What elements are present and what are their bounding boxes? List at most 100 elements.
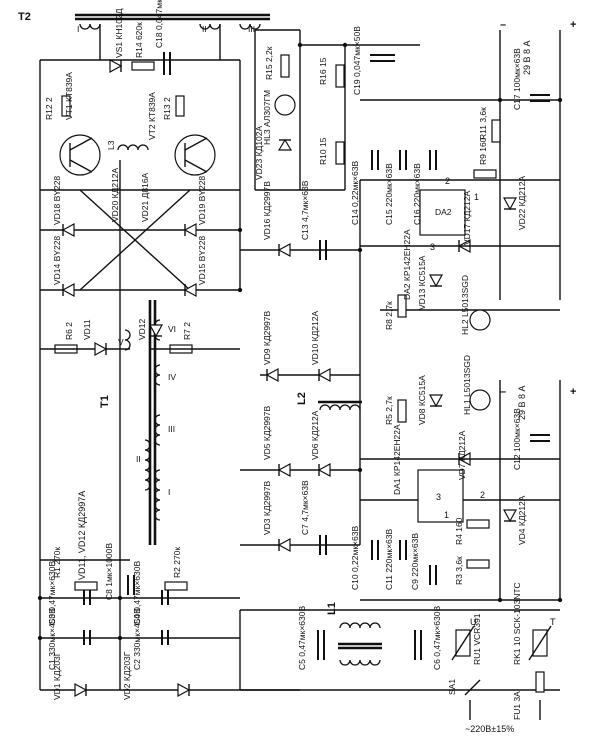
diode-vd3 bbox=[277, 537, 291, 553]
diode-vd16 bbox=[277, 242, 291, 258]
zener-vd13 bbox=[428, 274, 444, 288]
diode-vd10 bbox=[317, 367, 331, 383]
svg-text:HL2 L5013SGD: HL2 L5013SGD bbox=[460, 275, 470, 335]
svg-text:+: + bbox=[570, 19, 576, 31]
resistor-r8 bbox=[397, 294, 407, 318]
svg-text:–: – bbox=[500, 19, 506, 31]
diode-vd23 bbox=[277, 138, 293, 151]
inductor-l2 bbox=[319, 404, 361, 411]
label-mains: ~220В±15% bbox=[465, 724, 514, 734]
svg-text:HL1 L5013SGD: HL1 L5013SGD bbox=[462, 355, 472, 415]
resistor-r14 bbox=[131, 61, 155, 71]
svg-text:3: 3 bbox=[430, 242, 435, 252]
label-da2-box: DA2 bbox=[435, 207, 452, 217]
svg-text:C17 100мк×63В: C17 100мк×63В bbox=[512, 48, 522, 110]
svg-text:R6 2: R6 2 bbox=[64, 322, 74, 340]
svg-text:R15 2,2к: R15 2,2к bbox=[264, 46, 274, 80]
svg-text:U: U bbox=[470, 617, 477, 627]
svg-text:C9 220мк×63В: C9 220мк×63В bbox=[410, 533, 420, 590]
resistor-r12 bbox=[61, 95, 71, 117]
inductor-l3 bbox=[117, 144, 149, 151]
svg-text:R13 2: R13 2 bbox=[162, 97, 172, 120]
svg-text:III: III bbox=[168, 424, 175, 434]
svg-text:VD4 КД212А: VD4 КД212А bbox=[517, 495, 527, 545]
resistor-r11 bbox=[491, 119, 501, 143]
svg-text:VD10 КД212А: VD10 КД212А bbox=[310, 310, 320, 365]
diode-vd9 bbox=[265, 367, 279, 383]
svg-text:VD9 КД2997В: VD9 КД2997В bbox=[262, 310, 272, 365]
resistor-r10 bbox=[335, 141, 345, 165]
component-labels: T2 T1 VD11, VD12 КД2997А VD1 КД203Г VD2 … bbox=[18, 0, 576, 734]
fuse-fu1 bbox=[535, 671, 545, 693]
capacitor-c14 bbox=[371, 150, 379, 170]
led-hl3 bbox=[274, 94, 296, 116]
svg-text:R12 2: R12 2 bbox=[44, 97, 54, 120]
svg-text:C11 220мк×63В: C11 220мк×63В bbox=[384, 529, 394, 590]
led-hl1 bbox=[469, 389, 491, 411]
resistor-r1 bbox=[74, 581, 98, 591]
svg-text:VD3 КД2997В: VD3 КД2997В bbox=[262, 480, 272, 535]
label-vd-note: VD11, VD12 КД2997А bbox=[77, 491, 87, 580]
diode-vd18 bbox=[61, 222, 75, 238]
svg-text:IV: IV bbox=[168, 372, 176, 382]
svg-text:DA1 КР142ЕН22А: DA1 КР142ЕН22А bbox=[392, 424, 402, 495]
diode-vd2 bbox=[177, 682, 191, 698]
diode-vd22 bbox=[502, 197, 518, 211]
svg-text:+: + bbox=[570, 386, 576, 398]
svg-text:C18 0,047мк×1000В: C18 0,047мк×1000В bbox=[154, 0, 164, 48]
svg-text:L3: L3 bbox=[106, 140, 116, 150]
input-rectifier-section bbox=[39, 60, 300, 698]
zener-vd8 bbox=[428, 394, 444, 408]
svg-text:C12 100мк×63В: C12 100мк×63В bbox=[512, 408, 522, 470]
svg-text:1: 1 bbox=[474, 192, 479, 202]
svg-text:C16 220мк×63В: C16 220мк×63В bbox=[412, 163, 422, 225]
resistor-r15 bbox=[280, 54, 290, 78]
svg-text:C15 220мк×63В: C15 220мк×63В bbox=[384, 163, 394, 225]
svg-text:C19 0,047мк×50В: C19 0,047мк×50В bbox=[352, 26, 362, 95]
svg-text:VD11: VD11 bbox=[82, 319, 92, 340]
svg-text:R9 160: R9 160 bbox=[478, 137, 488, 165]
regulator-da1-section bbox=[360, 380, 561, 601]
svg-text:VD5 КД2997В: VD5 КД2997В bbox=[262, 405, 272, 460]
secondary-rectifiers bbox=[240, 180, 362, 555]
svg-text:2: 2 bbox=[480, 490, 485, 500]
svg-text:VD22 КД212А: VD22 КД212А bbox=[517, 175, 527, 230]
svg-text:R3 3,6к: R3 3,6к bbox=[454, 556, 464, 585]
diode-vd6 bbox=[317, 462, 331, 478]
svg-text:VD21 Д816А: VD21 Д816А bbox=[140, 172, 150, 222]
svg-text:C8 1мк×1000В: C8 1мк×1000В bbox=[104, 543, 114, 600]
svg-text:29 В 8 А: 29 В 8 А bbox=[522, 40, 532, 75]
svg-text:SA1: SA1 bbox=[447, 679, 457, 695]
svg-text:VD2 КД203Г: VD2 КД203Г bbox=[122, 651, 132, 700]
svg-text:VS1 КН102Д: VS1 КН102Д bbox=[114, 8, 124, 58]
regulator-da2-section bbox=[360, 30, 561, 331]
svg-text:VD14 BY228: VD14 BY228 bbox=[52, 236, 62, 285]
indicator-section bbox=[254, 29, 420, 191]
svg-text:C5 0,47мк×630В: C5 0,47мк×630В bbox=[297, 606, 307, 670]
svg-text:VD16 КД2997В: VD16 КД2997В bbox=[262, 181, 272, 240]
resistor-r2 bbox=[164, 581, 188, 591]
svg-text:C10 0,22мк×63В: C10 0,22мк×63В bbox=[350, 526, 360, 590]
resistor-r5 bbox=[397, 399, 407, 423]
svg-text:3: 3 bbox=[436, 492, 441, 502]
diode-vd4 bbox=[502, 509, 518, 523]
svg-text:VD12: VD12 bbox=[137, 318, 147, 340]
svg-text:HL3 АЛ307ГМ: HL3 АЛ307ГМ bbox=[262, 90, 272, 145]
svg-text:T: T bbox=[550, 617, 556, 627]
svg-text:C7 4,7мк×63В: C7 4,7мк×63В bbox=[300, 480, 310, 535]
resistor-r3 bbox=[466, 559, 490, 569]
capacitor-c9 bbox=[429, 565, 437, 585]
svg-text:R2 270к: R2 270к bbox=[172, 547, 182, 578]
diode-vd14 bbox=[61, 282, 75, 298]
svg-text:VT1 КТ839А: VT1 КТ839А bbox=[64, 72, 74, 120]
svg-text:VD7 КД212А: VD7 КД212А bbox=[457, 430, 467, 480]
switch-sa1 bbox=[464, 679, 481, 696]
svg-text:I: I bbox=[168, 487, 170, 497]
svg-text:L1: L1 bbox=[326, 602, 338, 615]
resistor-r13 bbox=[175, 95, 185, 117]
svg-text:II: II bbox=[202, 24, 207, 34]
dinistor-vs1 bbox=[109, 58, 123, 74]
svg-text:C2 330мк×450В: C2 330мк×450В bbox=[132, 608, 142, 670]
svg-text:VD20 КД212А: VD20 КД212А bbox=[110, 167, 120, 222]
svg-text:VD8 КС515А: VD8 КС515А bbox=[417, 375, 427, 425]
